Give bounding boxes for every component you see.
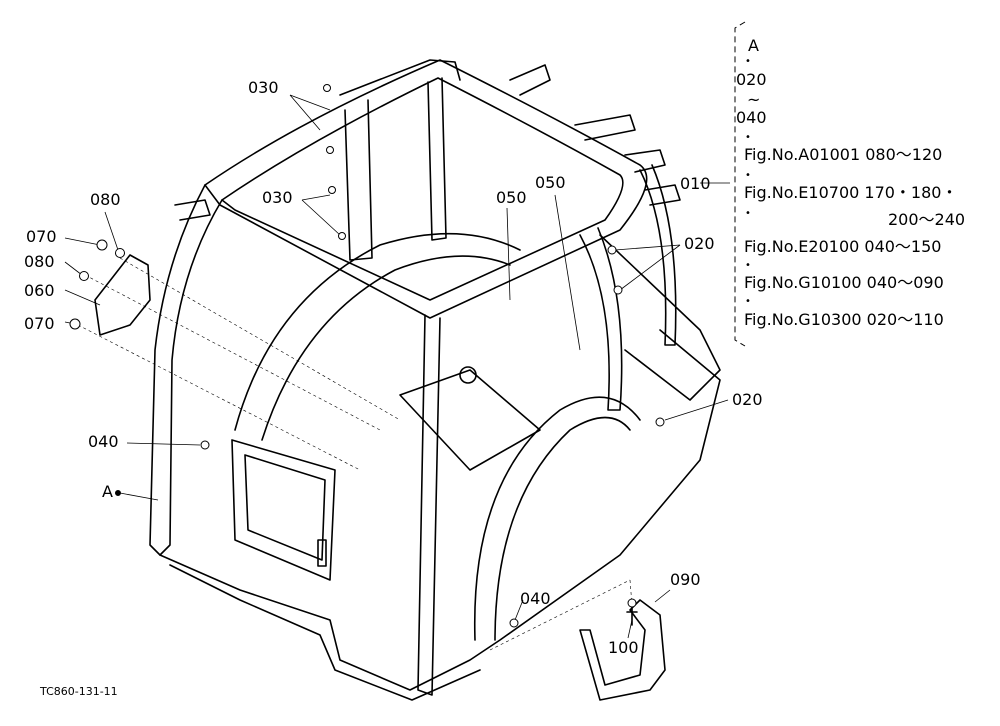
callout-A: A	[102, 482, 113, 501]
callout-070b: 070	[24, 314, 55, 333]
ref-head: A	[748, 36, 759, 55]
callout-020b: 020	[732, 390, 763, 409]
nut-040a	[200, 440, 210, 450]
leader-070a	[64, 237, 101, 246]
ref-dot1: •	[745, 56, 751, 67]
ref-dot5: •	[745, 260, 751, 271]
bracket-rear-mid	[574, 114, 636, 141]
washer-080a	[115, 248, 125, 258]
nut-020a	[607, 245, 617, 255]
roof-rail-left	[339, 59, 461, 96]
leader-040a	[126, 442, 201, 446]
nut-030-4	[338, 232, 346, 240]
leader-050b	[554, 194, 581, 351]
bolt-070b	[69, 318, 81, 330]
leader-050a	[506, 207, 511, 301]
nut-020c	[655, 417, 665, 427]
callout-080b: 080	[24, 252, 55, 271]
roof-frame-inner	[221, 77, 624, 301]
leader-100	[627, 619, 633, 639]
leader-090	[654, 589, 671, 603]
door-handle	[317, 539, 327, 567]
bracket-rear-low	[624, 149, 666, 173]
ref-fig-a01001: Fig.No.A01001 080～120	[744, 145, 943, 164]
ref-from: 020	[736, 70, 767, 89]
ref-fig-e20100: Fig.No.E20100 040～150	[744, 237, 942, 256]
nut-030-2	[326, 146, 334, 154]
ref-dot2: •	[745, 132, 751, 143]
leader-080b	[64, 261, 83, 276]
callout-050b: 050	[535, 173, 566, 192]
callout-090: 090	[670, 570, 701, 589]
point-A	[115, 490, 121, 496]
leader-lines	[64, 94, 730, 639]
leader-060	[64, 289, 101, 306]
door-hinge-panel	[231, 439, 336, 581]
callout-100: 100	[608, 638, 639, 657]
door-panel-inner	[244, 454, 326, 561]
ref-to: 040	[736, 108, 767, 127]
left-fender-arc-inner	[261, 255, 511, 441]
ref-fig-g10100: Fig.No.G10100 040～090	[744, 273, 944, 292]
floor-base	[159, 329, 721, 691]
leader-A	[119, 492, 159, 501]
nut-040b	[509, 618, 519, 628]
leader-020a	[614, 244, 681, 291]
center-pillar	[344, 99, 373, 261]
left-front-pillar	[149, 184, 223, 556]
callout-010: 010	[680, 174, 711, 193]
callout-030a: 030	[248, 78, 279, 97]
drawing-code: TC860-131-11	[40, 685, 118, 698]
center-pillar-2	[427, 77, 447, 241]
right-fender-arc	[473, 396, 641, 641]
floor-lower-edge	[169, 564, 481, 701]
bracket-right	[644, 184, 681, 206]
ref-dot3: •	[745, 170, 751, 181]
floor-opening	[399, 369, 541, 471]
floor-grommet	[459, 366, 477, 384]
bracket-left-top	[174, 199, 211, 221]
nut-020b	[613, 285, 623, 295]
callout-070a: 070	[26, 227, 57, 246]
leader-080a	[104, 211, 119, 251]
step-bolt	[626, 604, 638, 626]
bolt-100	[627, 598, 637, 608]
right-deck	[599, 234, 721, 401]
bracket-rear-top	[509, 64, 551, 96]
right-rear-pillar	[579, 227, 623, 411]
callout-020a: 020	[684, 234, 715, 253]
callout-050a: 050	[496, 188, 527, 207]
nut-030-3	[328, 186, 336, 194]
leader-030b	[301, 194, 341, 236]
left-fender-arc	[234, 232, 521, 431]
rear-pillar-right-edge	[639, 164, 677, 346]
washer-080b	[79, 271, 89, 281]
callout-040b: 040	[520, 589, 551, 608]
leader-040b	[514, 599, 524, 621]
reference-bracket	[734, 21, 746, 347]
callout-060: 060	[24, 281, 55, 300]
fasteners	[69, 84, 665, 628]
ref-fig-e10700-cont: 200～240	[888, 210, 966, 229]
right-front-pillar	[417, 314, 441, 696]
bolt-070a	[96, 239, 108, 251]
callout-040a: 040	[88, 432, 119, 451]
ref-dot4: •	[745, 208, 751, 219]
callout-030b: 030	[262, 188, 293, 207]
leader-030a	[289, 94, 331, 131]
ref-fig-g10300: Fig.No.G10300 020～110	[744, 310, 944, 329]
nut-030-1	[323, 84, 331, 92]
cab-frame	[94, 59, 721, 701]
callout-080a: 080	[90, 190, 121, 209]
right-fender-arc-inner	[494, 416, 631, 641]
ref-tilde: ~	[747, 90, 761, 109]
side-plate	[94, 254, 151, 336]
roof-frame-outer	[204, 59, 648, 319]
leader-020b	[664, 399, 729, 421]
ref-fig-e10700: Fig.No.E10700 170・180・	[744, 183, 958, 202]
ref-dot6: •	[745, 296, 751, 307]
